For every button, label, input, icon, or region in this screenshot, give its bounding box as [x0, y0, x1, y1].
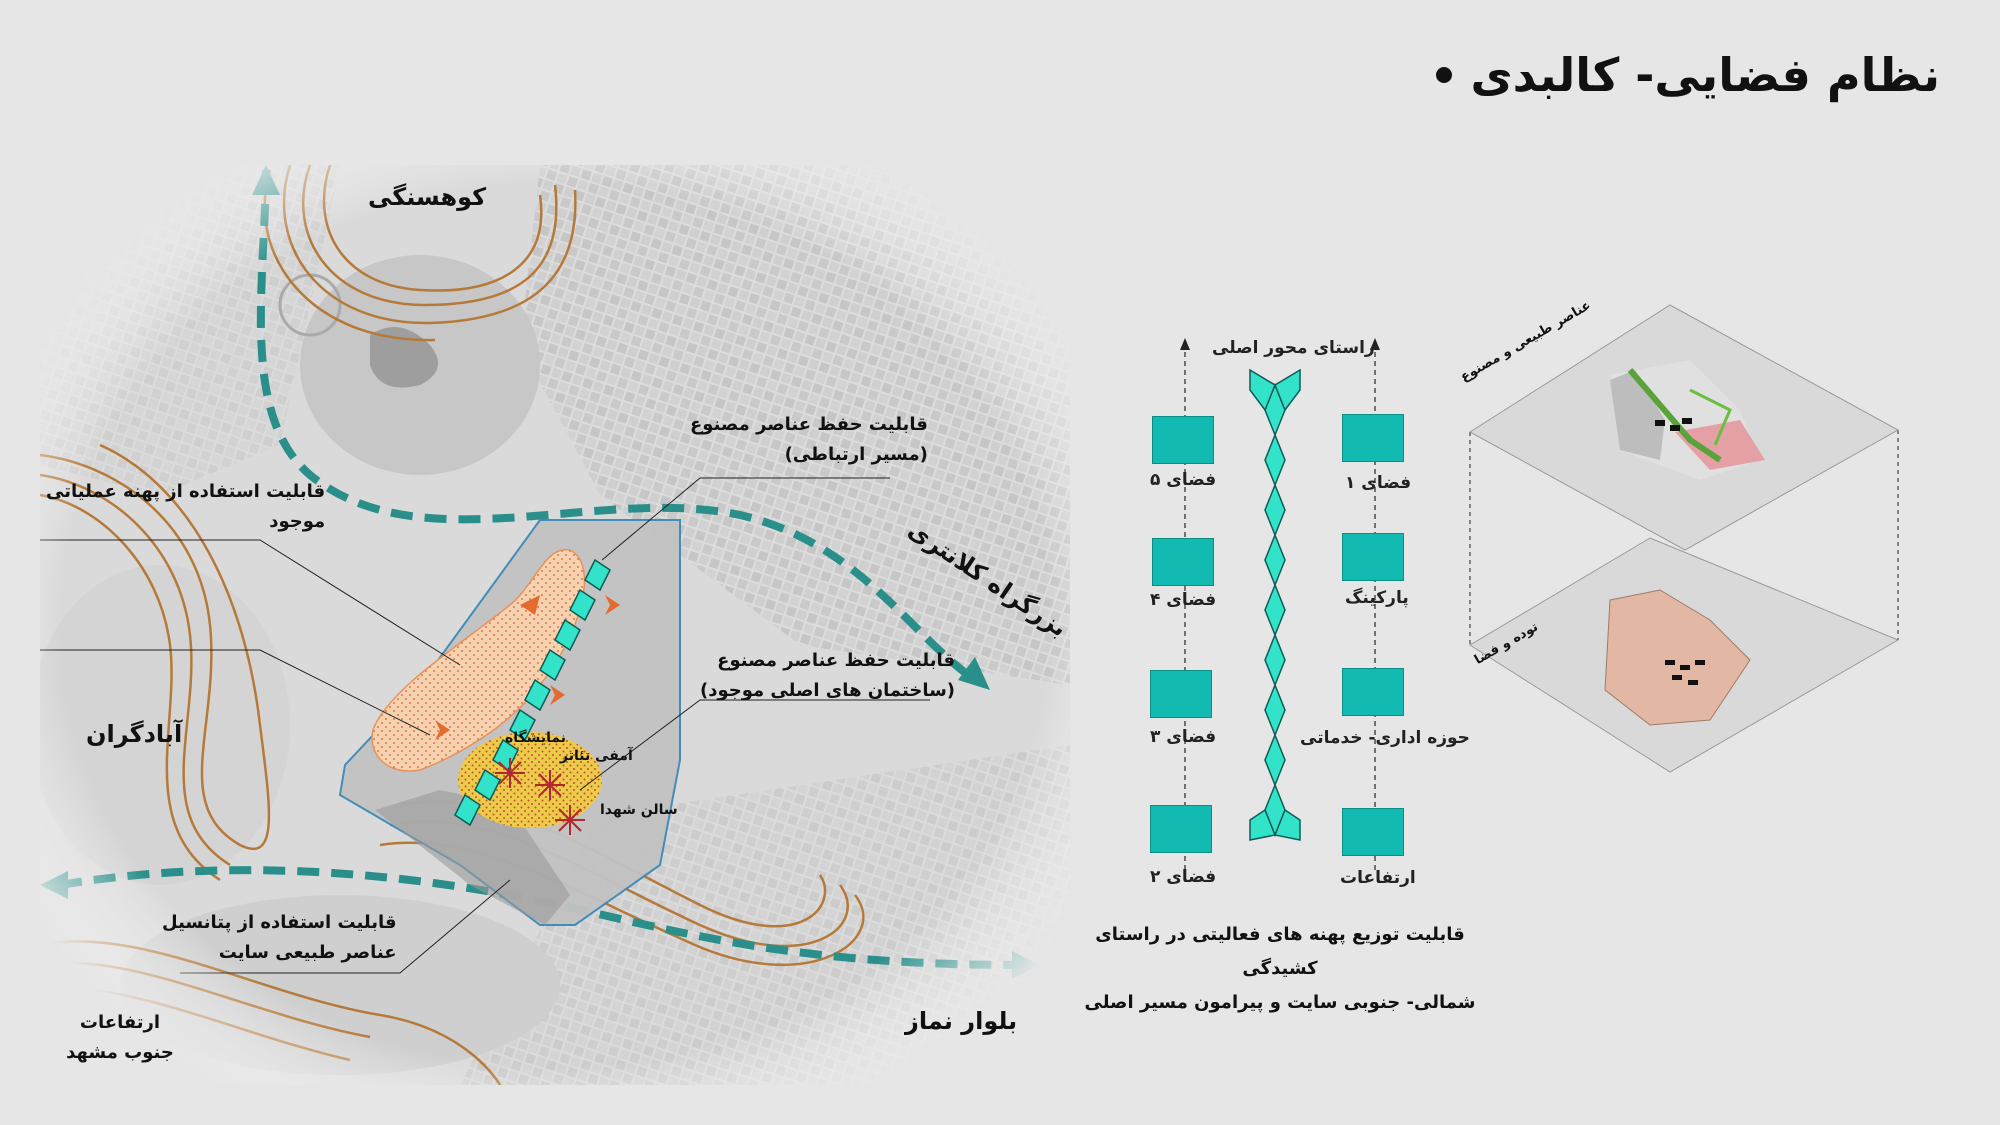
space-box-2 — [1150, 805, 1212, 853]
label-namaz-boulevard: بلوار نماز — [905, 1007, 1018, 1035]
axis-diamond-chain — [1249, 368, 1301, 841]
space-label-5: فضای ۵ — [1150, 470, 1217, 490]
space-label-4: فضای ۴ — [1150, 590, 1217, 610]
annotation-natural-line2: عناصر طبیعی سایت — [218, 942, 397, 963]
parking-label: پارکینگ — [1345, 588, 1409, 608]
annotation-route-line2: (مسیر ارتباطی) — [784, 444, 928, 465]
south-heights-line2: جنوب مشهد — [66, 1042, 174, 1063]
axis-title: راستای محور اصلی — [1212, 338, 1375, 358]
space-box-4 — [1152, 538, 1214, 586]
site-map — [40, 165, 1070, 1085]
annotation-route-line1: قابلیت حفظ عناصر مصنوع — [690, 414, 928, 435]
space-label-1: فضای ۱ — [1345, 473, 1412, 493]
space-label-3: فضای ۳ — [1150, 727, 1217, 747]
diagram-caption: قابلیت توزیع پهنه های فعالیتی در راستای … — [1060, 918, 1500, 1020]
title-text: نظام فضایی- کالبدی — [1470, 48, 1940, 102]
space-box-5 — [1152, 416, 1214, 464]
label-abadgaran: آبادگران — [86, 720, 183, 748]
bullet-icon — [1436, 67, 1453, 83]
annotation-natural: قابلیت استفاده از پتانسیل عناصر طبیعی سا… — [162, 908, 397, 968]
caption-line1: قابلیت توزیع پهنه های فعالیتی در راستای … — [1095, 924, 1465, 979]
space-box-3 — [1150, 670, 1212, 718]
parking-box — [1342, 533, 1404, 581]
space-box-1 — [1342, 414, 1404, 462]
annotation-operational-line1: قابلیت استفاده از پهنه عملیاتی — [46, 481, 326, 502]
label-amphitheatre: آمفی تئاتر — [560, 748, 633, 764]
annotation-natural-line1: قابلیت استفاده از پتانسیل — [162, 912, 397, 933]
label-kuhsangi: کوهسنگی — [368, 183, 487, 211]
heights-label: ارتفاعات — [1340, 868, 1416, 888]
annotation-operational: قابلیت استفاده از پهنه عملیاتی موجود — [46, 477, 325, 537]
heights-box — [1342, 808, 1404, 856]
axis-diagram — [1180, 338, 1380, 870]
annotation-buildings-line1: قابلیت حفظ عناصر مصنوع — [717, 650, 956, 671]
space-label-2: فضای ۲ — [1150, 867, 1217, 887]
admin-box — [1342, 668, 1404, 716]
admin-label: حوزه اداری- خدماتی — [1300, 728, 1470, 748]
annotation-route: قابلیت حفظ عناصر مصنوع (مسیر ارتباطی) — [690, 410, 928, 470]
caption-line2: شمالی- جنوبی سایت و پیرامون مسیر اصلی — [1084, 992, 1476, 1013]
label-exhibition: نمایشگاه — [505, 730, 567, 746]
south-heights-line1: ارتفاعات — [79, 1012, 161, 1033]
label-south-heights: ارتفاعات جنوب مشهد — [60, 1008, 180, 1068]
page-title: نظام فضایی- کالبدی — [1436, 48, 1940, 102]
label-martyrs-hall: سالن شهدا — [600, 802, 678, 818]
iso-layers — [1469, 304, 1900, 773]
annotation-buildings: قابلیت حفظ عناصر مصنوع (ساختمان های اصلی… — [700, 646, 955, 706]
annotation-operational-line2: موجود — [269, 511, 326, 532]
annotation-buildings-line2: (ساختمان های اصلی موجود) — [700, 680, 956, 701]
